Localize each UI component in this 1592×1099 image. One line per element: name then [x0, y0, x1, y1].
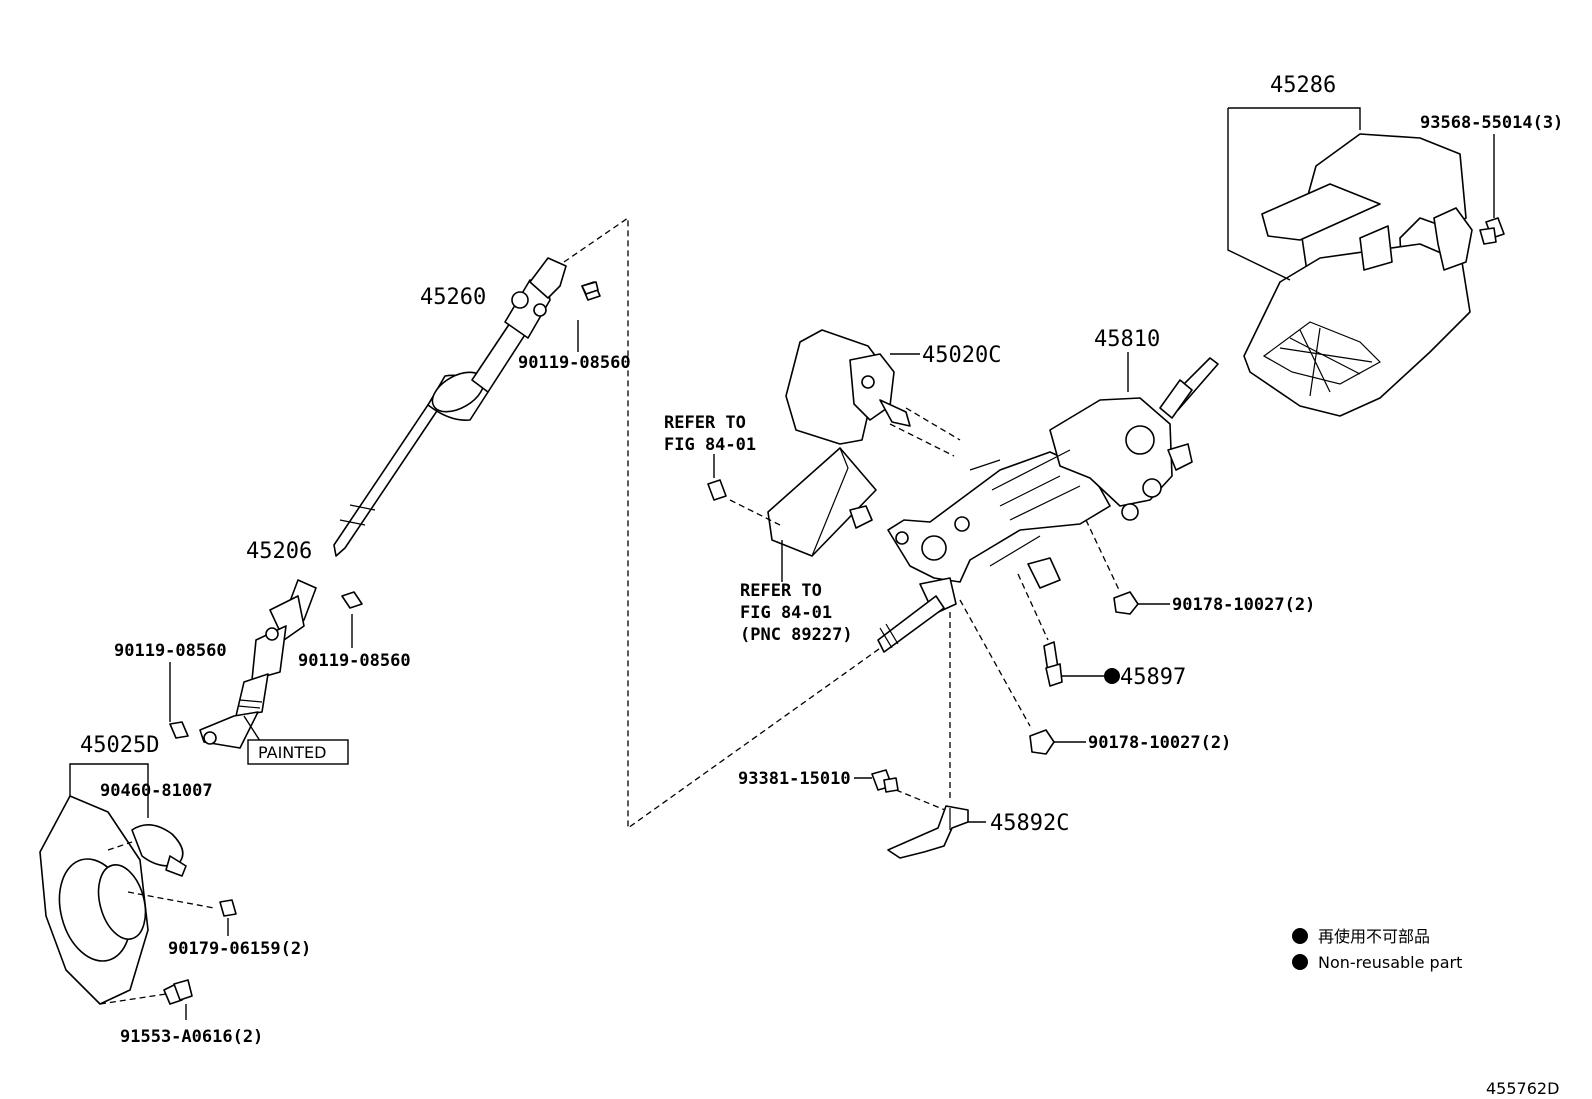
- legend-line-english: Non-reusable part: [1318, 953, 1462, 972]
- cover-dashed-lines: [99, 841, 215, 1005]
- column-hole-cover-45025d: [39, 795, 187, 1005]
- label-refer2-line2: FIG 84-01: [740, 603, 832, 623]
- label-91553-a0616: 91553-A0616(2): [120, 1027, 263, 1047]
- screw-93568: [1479, 217, 1505, 245]
- assembly-dashed-outline: [563, 216, 901, 830]
- label-90179-06159: 90179-06159(2): [168, 939, 311, 959]
- nut-90178-upper: [1113, 591, 1139, 615]
- nut-90178-lower: [1029, 729, 1055, 755]
- label-90460-81007: 90460-81007: [100, 781, 213, 801]
- label-painted: PAINTED: [258, 743, 326, 762]
- label-90119-08560-c: 90119-08560: [298, 651, 411, 671]
- legend-line-japanese: 再使用不可部品: [1318, 927, 1430, 946]
- leader-45025d-bracket: [69, 763, 149, 774]
- label-45286: 45286: [1270, 73, 1336, 98]
- bracket-45892c: [887, 805, 969, 859]
- label-45025d: 45025D: [80, 733, 159, 758]
- non-reusable-marker-45897: [1104, 668, 1120, 684]
- bolt-93381: [871, 769, 899, 793]
- label-45810: 45810: [1094, 327, 1160, 352]
- label-refer2-line3: (PNC 89227): [740, 625, 853, 645]
- legend-bullet-1: [1292, 928, 1308, 944]
- column-cover-45286: [1243, 133, 1473, 417]
- painted-box: [247, 739, 349, 765]
- leader-45286-bracket: [1227, 107, 1361, 281]
- steering-column-assembly-45810: [877, 357, 1219, 653]
- legend-bullet-2: [1292, 954, 1308, 970]
- ecu-module: [767, 447, 877, 557]
- label-93381-15010: 93381-15010: [738, 769, 851, 789]
- label-refer2-line1: REFER TO: [740, 581, 822, 601]
- label-45020c: 45020C: [922, 343, 1001, 368]
- label-90178-10027-b: 90178-10027(2): [1088, 733, 1231, 753]
- label-45206: 45206: [246, 539, 312, 564]
- bolt-91553: [163, 979, 193, 1005]
- label-90178-10027-a: 90178-10027(2): [1172, 595, 1315, 615]
- bracket-dashed-line: [895, 789, 951, 813]
- bolt-90119-right: [341, 591, 363, 609]
- diagram-id: 455762D: [1486, 1079, 1559, 1098]
- bolt-90119-upper: [581, 281, 601, 301]
- steering-lock-45020c: [785, 329, 911, 445]
- clip-90179: [219, 899, 237, 917]
- legend: 再使用不可部品 Non-reusable part: [1292, 927, 1462, 972]
- label-45260: 45260: [420, 285, 486, 310]
- label-93568-55014: 93568-55014(3): [1420, 113, 1563, 133]
- bolt-90119-left: [169, 721, 189, 739]
- label-90119-08560-b: 90119-08560: [114, 641, 227, 661]
- label-refer1-line1: REFER TO: [664, 413, 746, 433]
- label-refer1-line2: FIG 84-01: [664, 435, 756, 455]
- label-90119-08560-a: 90119-08560: [518, 353, 631, 373]
- screw-refer: [707, 479, 727, 501]
- lower-shaft-45206: [199, 579, 317, 749]
- label-45897: 45897: [1120, 665, 1186, 690]
- lock-dashed-lines: [889, 407, 961, 457]
- intermediate-shaft-45260: [333, 257, 567, 557]
- bolt-45897: [1043, 641, 1063, 687]
- label-45892c: 45892C: [990, 811, 1069, 836]
